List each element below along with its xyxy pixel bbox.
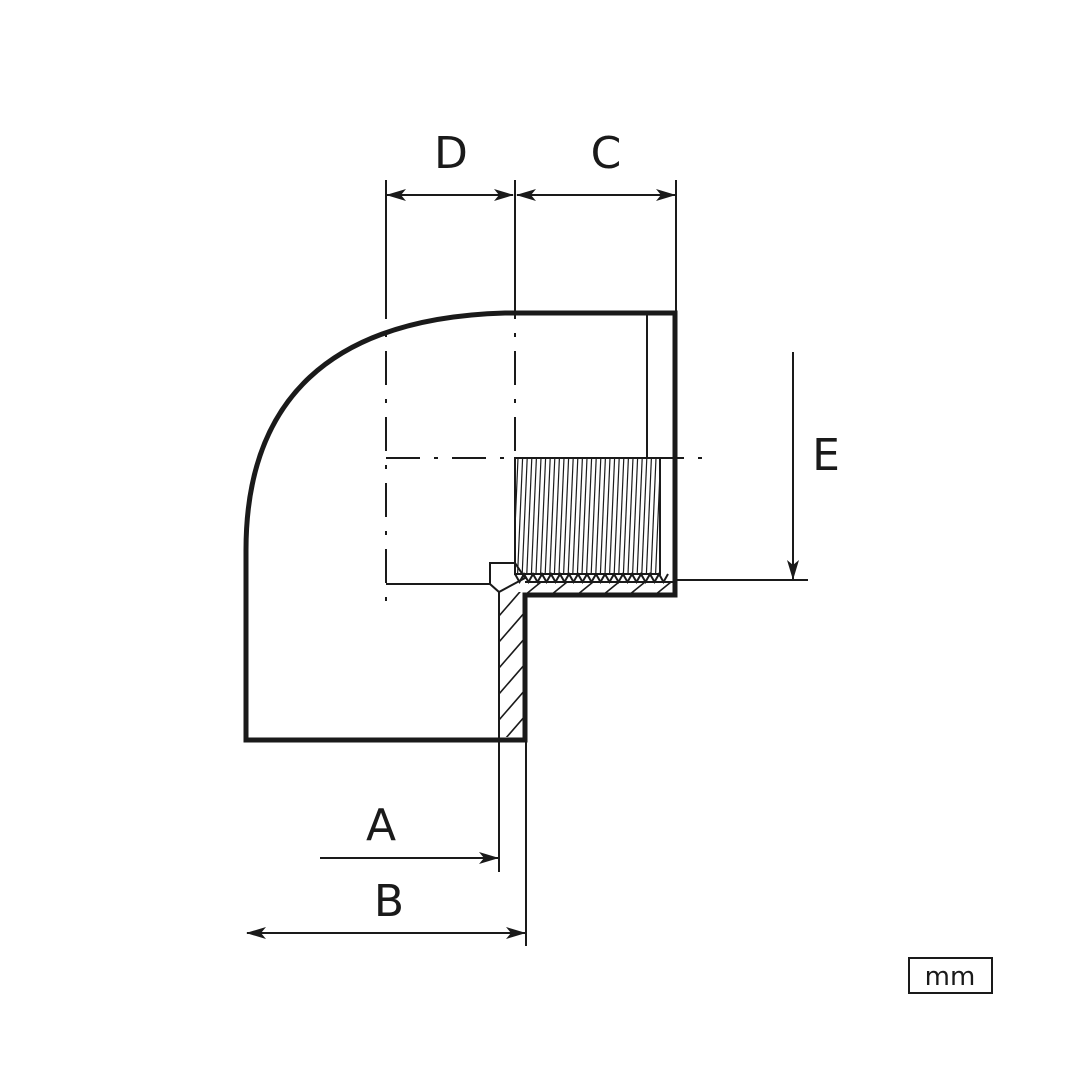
thread-pitch-line (544, 458, 551, 574)
section-hatch-line (576, 582, 594, 595)
thread-pitch-line (558, 458, 565, 574)
section-hatch-line (499, 611, 525, 643)
thread-pitch-line (636, 458, 643, 574)
thread-pitch-line (515, 458, 519, 542)
thread-pitch-line (576, 458, 583, 574)
label-c: C (591, 128, 622, 179)
thread-pitch-line (581, 458, 588, 574)
thread-pitch-line (622, 458, 629, 574)
thread-pitch-line (567, 458, 574, 574)
thread-pitch-line (595, 458, 602, 574)
thread-pitch-line (604, 458, 611, 574)
thread-pitch-line (535, 458, 542, 574)
section-hatch-line (499, 637, 525, 669)
thread-pitch-line (645, 458, 652, 574)
thread-section (514, 457, 669, 585)
step-notch (489, 562, 527, 594)
label-d: D (434, 128, 468, 179)
unit-box: mm (908, 957, 993, 994)
thread-pitch-line (586, 458, 593, 574)
thread-pitch-line (599, 458, 606, 574)
section-hatch-line (499, 689, 525, 721)
thread-pitch-line (526, 458, 533, 574)
horizontal-wall-section (525, 581, 697, 595)
thread-pitch-line (632, 458, 639, 574)
unit-label: mm (925, 962, 976, 992)
label-b: B (374, 876, 404, 927)
label-e: E (812, 430, 840, 481)
thread-pitch-line (590, 458, 597, 574)
thread-pitch-line (650, 458, 657, 574)
label-a: A (366, 800, 396, 851)
thread-teeth (514, 571, 669, 585)
thread-pitch-line (563, 458, 570, 574)
elbow-outline (243, 310, 678, 743)
section-hatch-line (525, 582, 542, 595)
thread-pitch-line (530, 458, 537, 574)
thread-pitch-line (627, 458, 634, 574)
thread-pitch-line (618, 458, 625, 574)
section-hatch-line (681, 582, 697, 595)
section-hatch-line (499, 742, 525, 772)
thread-pitch-line (572, 458, 579, 574)
thread-pitch-line (549, 458, 556, 574)
section-hatch-line (499, 592, 521, 617)
section-hatch-line (550, 582, 568, 595)
section-hatch-line (628, 582, 646, 595)
section-hatch-line (499, 663, 525, 695)
thread-pitch-line (553, 458, 560, 574)
thread-pitch-line (517, 458, 524, 574)
section-hatch-line (505, 715, 525, 737)
thread-pitch-line (609, 458, 616, 574)
section-hatch-line (654, 582, 672, 595)
thread-pitch-line (655, 458, 660, 574)
thread-pitch-line (521, 458, 528, 574)
thread-pitch-line (613, 458, 620, 574)
section-hatch-line (602, 582, 620, 595)
vertical-wall-section (489, 562, 527, 772)
thread-pitch-line (540, 458, 547, 574)
thread-pitch-line (641, 458, 648, 574)
